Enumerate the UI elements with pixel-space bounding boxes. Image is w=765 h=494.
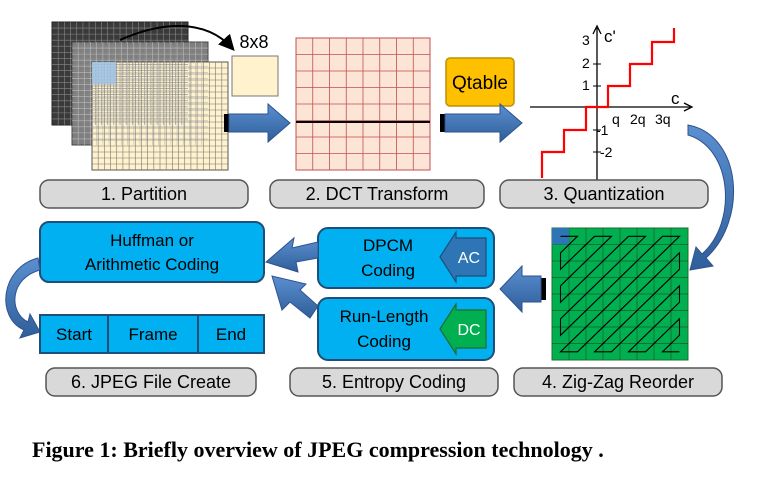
step-file-create-label: 6. JPEG File Create xyxy=(71,372,231,392)
file-frame-segment xyxy=(107,314,199,354)
y-tick-label: 3 xyxy=(582,32,590,48)
y-tick-label: -1 xyxy=(596,122,609,138)
quantization-staircase xyxy=(540,28,676,178)
x-tick-label: 2q xyxy=(630,111,646,127)
step-label-box xyxy=(45,367,257,397)
ac-label: AC xyxy=(458,250,480,267)
arrow-dpcm-to-coding xyxy=(264,236,319,273)
rle-label-line2: Coding xyxy=(357,332,411,351)
selected-block-highlight xyxy=(92,62,116,84)
arrow-coding-to-file xyxy=(5,257,41,339)
step-partition-label: 1. Partition xyxy=(101,184,187,204)
dpcm-label-line2: Coding xyxy=(361,261,415,280)
dc-label: DC xyxy=(457,322,480,339)
x-axis-label: c xyxy=(671,89,680,108)
image-layer-front-grid xyxy=(92,62,228,170)
image-layer-middle-grid xyxy=(72,42,208,145)
qtable-box xyxy=(445,57,515,107)
x-ticks: q 2q 3q xyxy=(612,111,671,127)
file-end-label: End xyxy=(216,325,246,344)
y-tick-label: 2 xyxy=(582,55,590,71)
block-callout-arrow xyxy=(119,25,235,51)
arrow-dct-to-quantization xyxy=(440,102,523,144)
partition-image-stack xyxy=(51,21,229,171)
step-zigzag-label: 4. Zig-Zag Reorder xyxy=(542,372,694,392)
extracted-8x8-block xyxy=(231,55,279,97)
y-ticks: 3 2 1 -1 -2 xyxy=(582,32,613,160)
arrow-partition-to-dct xyxy=(224,102,291,144)
x-axis-arrowhead xyxy=(683,102,694,112)
qtable-label: Qtable xyxy=(452,73,508,94)
step-label-box xyxy=(39,179,249,209)
step-labels: 1. Partition 2. DCT Transform 3. Quantiz… xyxy=(39,179,723,397)
step-label-box xyxy=(269,179,485,209)
dc-arrow-badge xyxy=(439,301,487,357)
file-start-label: Start xyxy=(56,325,92,344)
arrow-zigzag-to-entropy xyxy=(499,264,546,314)
figure-caption: Figure 1: Briefly overview of JPEG compr… xyxy=(32,437,604,462)
ac-arrow-badge xyxy=(439,229,487,285)
step-quantization-label: 3. Quantization xyxy=(543,184,664,204)
coding-label-line2: Arithmetic Coding xyxy=(85,255,219,274)
block-size-label: 8x8 xyxy=(239,32,268,52)
coding-label-line1: Huffman or xyxy=(110,231,194,250)
y-axis-arrowhead xyxy=(592,24,602,35)
step-entropy-label: 5. Entropy Coding xyxy=(322,372,466,392)
zigzag-scan-path xyxy=(559,235,681,353)
rle-label-line1: Run-Length xyxy=(340,307,429,326)
x-tick-label: q xyxy=(612,111,620,127)
quantization-plot: c' c 3 2 1 -1 -2 q 2q 3q xyxy=(530,24,694,180)
file-start-segment xyxy=(39,314,109,354)
x-tick-label: 3q xyxy=(655,111,671,127)
y-tick-label: -2 xyxy=(600,144,613,160)
step-label-box xyxy=(289,367,499,397)
arrow-rle-to-coding xyxy=(271,275,319,319)
dpcm-label-line1: DPCM xyxy=(363,236,413,255)
step-label-box xyxy=(513,367,723,397)
jpeg-file-structure: Start Frame End xyxy=(39,314,265,354)
zigzag-grid xyxy=(551,227,689,361)
file-end-segment xyxy=(197,314,265,354)
image-layer-back-grid xyxy=(52,22,188,125)
step-label-box xyxy=(499,179,709,209)
step-dct-label: 2. DCT Transform xyxy=(306,184,449,204)
file-frame-label: Frame xyxy=(128,325,177,344)
y-tick-label: 1 xyxy=(582,77,590,93)
y-axis-label: c' xyxy=(604,27,616,46)
arrow-quantization-to-zigzag xyxy=(687,124,734,271)
dct-coefficient-grid xyxy=(295,37,431,171)
huffman-coding-box xyxy=(39,221,265,283)
